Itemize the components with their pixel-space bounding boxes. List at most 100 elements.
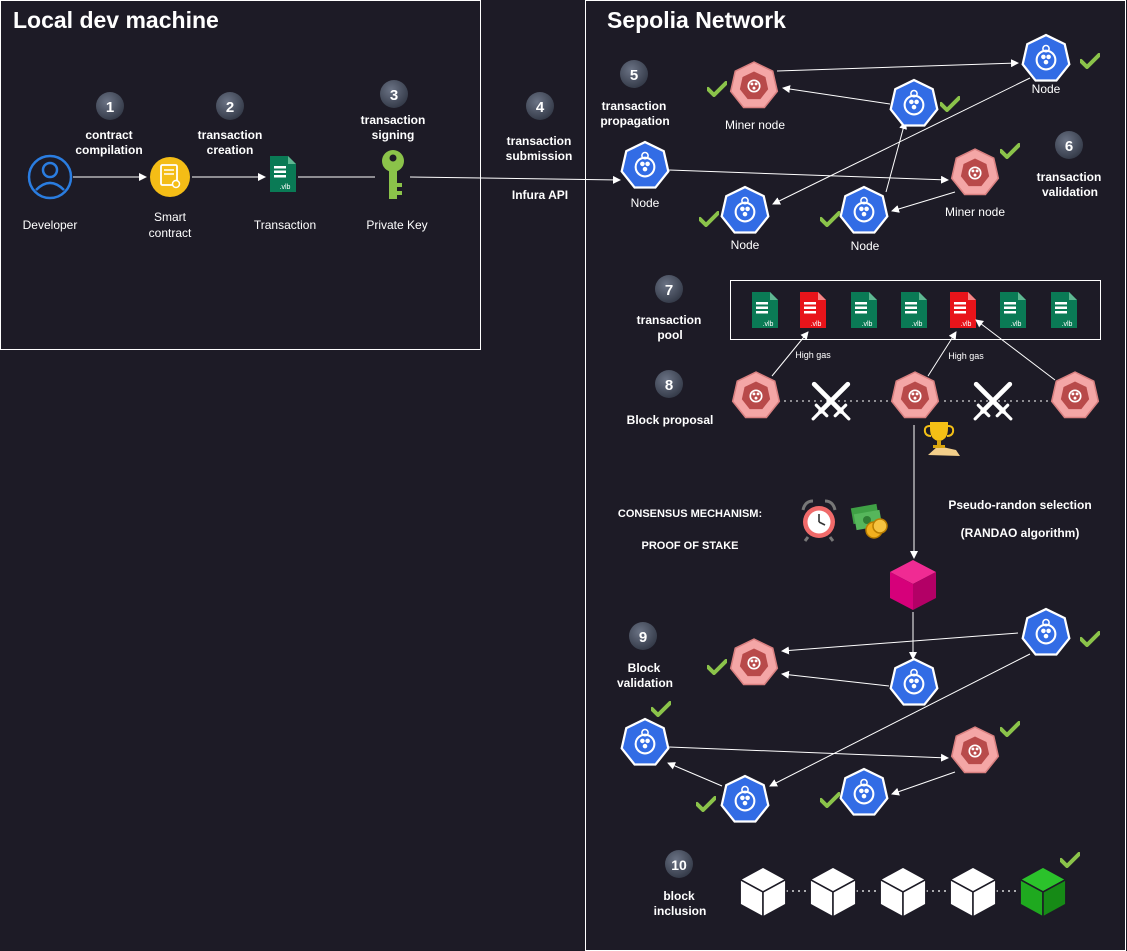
svg-text:pool: pool bbox=[657, 328, 682, 342]
alarm-clock-icon bbox=[801, 499, 837, 542]
validator-miner-top bbox=[729, 638, 779, 686]
svg-text:validation: validation bbox=[1042, 185, 1098, 199]
step-badge-8: 8 bbox=[655, 370, 683, 398]
step-badge-6: 6 bbox=[1055, 131, 1083, 159]
check-icon bbox=[820, 792, 840, 808]
propagation-arrows bbox=[668, 59, 1031, 213]
svg-text:transaction: transaction bbox=[602, 99, 667, 113]
svg-text:.vlb: .vlb bbox=[961, 321, 972, 328]
validator-blue-mid bbox=[889, 657, 939, 706]
step-caption-2: transaction creation bbox=[198, 128, 263, 157]
step-caption-7: transaction pool bbox=[637, 313, 702, 342]
selection-label: Pseudo-randon selection bbox=[948, 498, 1091, 512]
check-icon bbox=[707, 81, 727, 97]
check-icon bbox=[707, 659, 727, 675]
step-caption-6: transaction validation bbox=[1037, 170, 1102, 199]
local-title: Local dev machine bbox=[13, 7, 219, 33]
node-label-left: Node bbox=[631, 196, 660, 210]
svg-text:transaction: transaction bbox=[198, 128, 263, 142]
step-badge-1: 1 bbox=[96, 92, 124, 120]
proposal-arrows bbox=[771, 319, 1056, 559]
high-gas-label-1: High gas bbox=[795, 350, 831, 360]
step-caption-8: Block proposal bbox=[627, 413, 714, 427]
crossed-swords-icon bbox=[975, 384, 1011, 419]
svg-text:8: 8 bbox=[665, 377, 673, 394]
svg-text:3: 3 bbox=[390, 87, 398, 104]
check-icon bbox=[940, 96, 960, 112]
svg-text:validation: validation bbox=[617, 676, 673, 690]
check-icon bbox=[1080, 631, 1100, 647]
step-badge-5: 5 bbox=[620, 60, 648, 88]
randao-label: (RANDAO algorithm) bbox=[961, 526, 1080, 540]
check-icon bbox=[1000, 143, 1020, 159]
miner-node-label-top: Miner node bbox=[725, 118, 785, 132]
smart-contract-label-1: Smart bbox=[154, 210, 187, 224]
check-icon bbox=[1000, 721, 1020, 737]
svg-text:.vlb: .vlb bbox=[1062, 321, 1073, 328]
svg-text:creation: creation bbox=[207, 143, 254, 157]
proposed-block-icon bbox=[890, 560, 936, 610]
svg-text:.vlb: .vlb bbox=[1011, 321, 1022, 328]
validator-blue-bottom-mid bbox=[839, 767, 889, 816]
certificate-icon bbox=[150, 157, 190, 197]
miner-node-label-right: Miner node bbox=[945, 205, 1005, 219]
chain-block-1 bbox=[739, 866, 787, 918]
consensus-label: CONSENSUS MECHANISM: bbox=[618, 508, 762, 520]
svg-text:signing: signing bbox=[372, 128, 415, 142]
transaction-pool-box bbox=[730, 280, 1101, 340]
svg-text:4: 4 bbox=[536, 99, 545, 116]
step-caption-10: block inclusion bbox=[654, 889, 707, 918]
step-badge-10: 10 bbox=[665, 850, 693, 878]
smart-contract-label-2: contract bbox=[149, 226, 192, 240]
blue-node-left bbox=[620, 140, 670, 189]
svg-text:propagation: propagation bbox=[600, 114, 669, 128]
miner-node-proposer-mid bbox=[890, 371, 940, 419]
chain-block-2 bbox=[809, 866, 857, 918]
miner-node-top bbox=[729, 61, 779, 109]
trophy-icon bbox=[923, 422, 960, 456]
pool-file-extensions: .vlb .vlb .vlb .vlb .vlb .vlb .vlb bbox=[763, 321, 1073, 328]
flow-arrows-local bbox=[73, 173, 621, 184]
money-icon bbox=[850, 503, 888, 539]
svg-text:contract: contract bbox=[85, 128, 132, 142]
miner-node-right bbox=[950, 148, 1000, 196]
developer-label: Developer bbox=[23, 218, 78, 232]
validator-blue-bottom-left bbox=[720, 774, 770, 823]
node-label-bottom-left: Node bbox=[731, 238, 760, 252]
svg-text:6: 6 bbox=[1065, 138, 1073, 155]
private-key-label: Private Key bbox=[366, 218, 427, 232]
sepolia-title: Sepolia Network bbox=[607, 7, 786, 33]
svg-text:5: 5 bbox=[630, 67, 638, 84]
svg-text:submission: submission bbox=[506, 149, 573, 163]
infura-api-label: Infura API bbox=[512, 188, 568, 202]
blue-node-bottom-mid bbox=[839, 185, 889, 234]
validator-blue-left bbox=[620, 717, 670, 766]
check-icon bbox=[651, 701, 671, 717]
step-badge-4: 4 bbox=[526, 92, 554, 120]
step-caption-5: transaction propagation bbox=[600, 99, 669, 128]
high-gas-label-2: High gas bbox=[948, 351, 984, 361]
svg-text:.vlb: .vlb bbox=[763, 321, 774, 328]
svg-text:transaction: transaction bbox=[1037, 170, 1102, 184]
blue-node-top-right bbox=[1021, 33, 1071, 82]
step-badge-2: 2 bbox=[216, 92, 244, 120]
svg-text:.vlb: .vlb bbox=[811, 321, 822, 328]
blue-node-mid bbox=[889, 78, 939, 127]
svg-text:inclusion: inclusion bbox=[654, 904, 707, 918]
developer-icon bbox=[27, 154, 73, 200]
svg-text:compilation: compilation bbox=[75, 143, 142, 157]
svg-text:1: 1 bbox=[106, 99, 114, 116]
check-icon bbox=[1060, 852, 1080, 868]
check-icon bbox=[696, 796, 716, 812]
miner-node-proposer-right bbox=[1050, 371, 1100, 419]
validator-blue-top-right bbox=[1021, 607, 1071, 656]
check-icon bbox=[699, 211, 719, 227]
step-caption-9: Block validation bbox=[617, 661, 673, 690]
svg-text:10: 10 bbox=[671, 857, 687, 873]
check-icon bbox=[1080, 53, 1100, 69]
step-caption-1: contract compilation bbox=[75, 128, 142, 157]
chain-block-4 bbox=[949, 866, 997, 918]
pos-label: PROOF OF STAKE bbox=[642, 540, 739, 552]
crossed-swords-icon bbox=[813, 384, 849, 419]
miner-node-proposer-left bbox=[731, 371, 781, 419]
